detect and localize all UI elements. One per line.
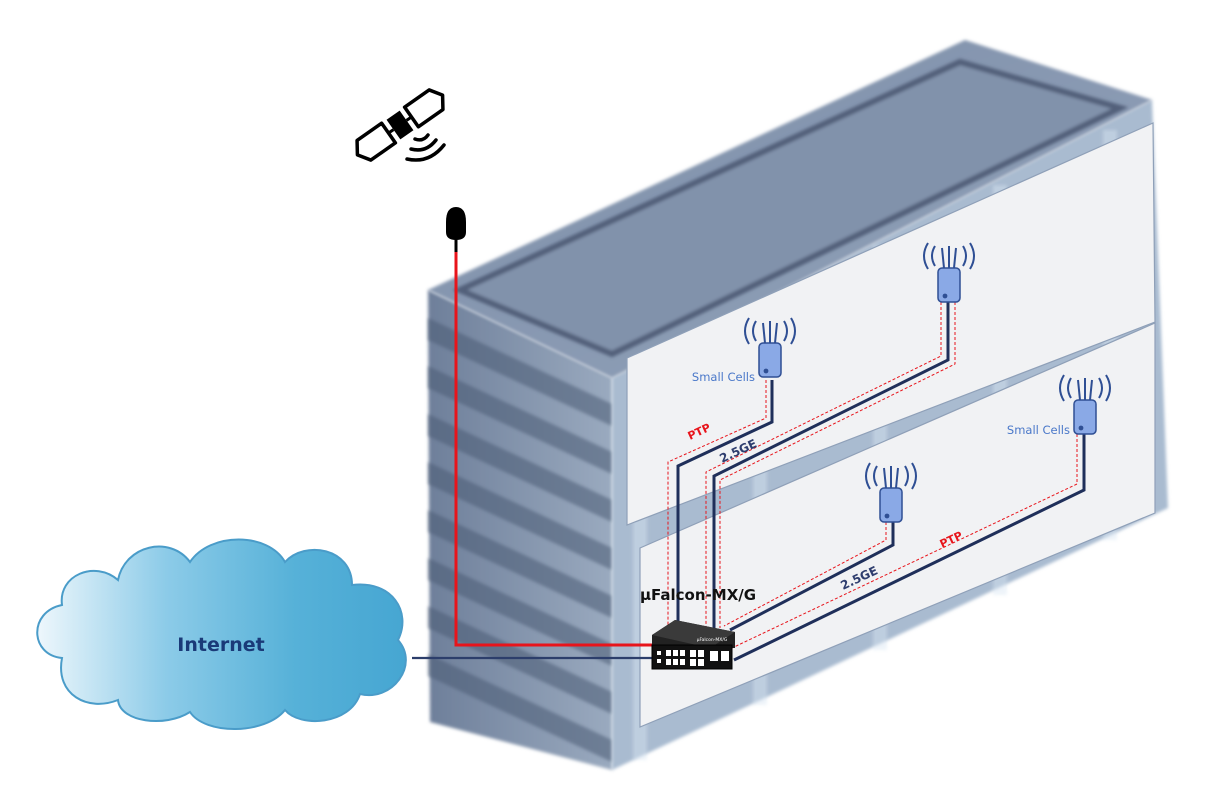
ethernet-link-2 — [712, 302, 950, 628]
router-faceplate-label: µFalcon-MX/G — [697, 637, 728, 643]
device-label: µFalcon-MX/G — [640, 586, 756, 604]
ptp-link-2b — [719, 302, 956, 628]
lower-floor-panel — [639, 322, 1156, 728]
cloud-label: Internet — [177, 634, 264, 656]
small-cell-icon — [744, 317, 796, 378]
building-roof-inner — [452, 58, 1129, 358]
ethernet-link-4 — [733, 434, 1086, 662]
upper-floor-panel — [626, 122, 1156, 526]
gps-ptp-link — [454, 248, 652, 647]
ethernet-link-1 — [676, 380, 774, 628]
ptp-link-2 — [705, 302, 942, 630]
router-ports — [657, 650, 729, 666]
small-cell-icon — [1059, 374, 1111, 435]
gps-antenna-icon — [446, 207, 466, 252]
building-front-bands — [428, 318, 612, 762]
ethernet-link-3 — [729, 522, 895, 632]
satellite-icon — [355, 88, 445, 162]
satellite-signal-icon — [405, 133, 446, 162]
small-cells-label-upper: Small Cells — [692, 370, 755, 384]
small-cells-label-lower: Small Cells — [1007, 423, 1070, 437]
small-cell-icon — [923, 242, 975, 303]
small-cell-icon — [865, 462, 917, 523]
ptp-link-1 — [667, 380, 767, 630]
router-icon: µFalcon-MX/G — [651, 620, 735, 670]
ptp-link-3 — [723, 522, 887, 627]
building-front-face — [428, 290, 612, 770]
cloud-icon — [36, 538, 407, 730]
ptp-link-4 — [731, 434, 1078, 649]
